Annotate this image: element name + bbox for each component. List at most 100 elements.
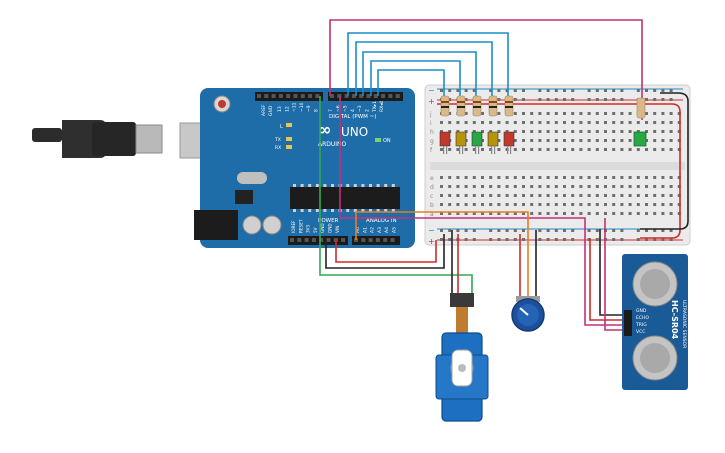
terminal-hole[interactable]	[587, 203, 591, 206]
terminal-hole[interactable]	[464, 203, 468, 206]
terminal-hole[interactable]	[595, 121, 599, 124]
terminal-hole[interactable]	[464, 148, 468, 151]
rail-hole[interactable]	[669, 229, 673, 232]
rail-hole[interactable]	[571, 229, 575, 232]
terminal-hole[interactable]	[448, 203, 452, 206]
terminal-hole[interactable]	[440, 185, 443, 188]
resistors[interactable]	[440, 95, 514, 117]
standalone-led-group[interactable]	[633, 97, 647, 147]
rail-hole[interactable]	[653, 98, 657, 101]
terminal-hole[interactable]	[522, 185, 525, 188]
rail-hole[interactable]	[472, 238, 476, 241]
terminal-hole[interactable]	[628, 203, 632, 206]
terminal-hole[interactable]	[530, 176, 534, 179]
terminal-hole[interactable]	[505, 176, 509, 179]
rail-hole[interactable]	[669, 89, 673, 92]
terminal-hole[interactable]	[505, 185, 509, 188]
terminal-hole[interactable]	[440, 176, 443, 179]
rail-hole[interactable]	[554, 229, 558, 232]
header-hole[interactable]	[366, 94, 371, 98]
terminal-hole[interactable]	[645, 194, 648, 197]
terminal-hole[interactable]	[489, 130, 493, 133]
terminal-hole[interactable]	[456, 212, 460, 215]
terminal-hole[interactable]	[653, 148, 657, 151]
header-hole[interactable]	[341, 238, 346, 242]
rail-hole[interactable]	[661, 238, 665, 241]
terminal-hole[interactable]	[587, 130, 591, 133]
terminal-hole[interactable]	[645, 212, 648, 215]
terminal-hole[interactable]	[497, 148, 501, 151]
terminal-hole[interactable]	[456, 176, 460, 179]
header-hole[interactable]	[383, 238, 388, 242]
rail-hole[interactable]	[595, 229, 599, 232]
rail-hole[interactable]	[546, 238, 550, 241]
wire-black-sensor[interactable]	[599, 229, 622, 316]
terminal-hole[interactable]	[604, 194, 607, 197]
servo-motor[interactable]	[435, 293, 489, 422]
rail-hole[interactable]	[448, 238, 452, 241]
terminal-hole[interactable]	[505, 121, 509, 124]
terminal-hole[interactable]	[522, 148, 525, 151]
terminal-hole[interactable]	[669, 112, 673, 115]
terminal-hole[interactable]	[538, 176, 542, 179]
rail-hole[interactable]	[636, 229, 640, 232]
wire-blue-4[interactable]	[370, 60, 461, 110]
led[interactable]	[487, 131, 499, 147]
header-hole[interactable]	[344, 94, 349, 98]
terminal-hole[interactable]	[669, 139, 673, 142]
rail-hole[interactable]	[522, 229, 525, 232]
terminal-hole[interactable]	[472, 194, 476, 197]
header-hole[interactable]	[319, 238, 324, 242]
rail-hole[interactable]	[538, 229, 542, 232]
header-hole[interactable]	[368, 238, 373, 242]
terminal-hole[interactable]	[489, 194, 493, 197]
terminal-hole[interactable]	[554, 185, 558, 188]
terminal-hole[interactable]	[653, 176, 657, 179]
terminal-hole[interactable]	[595, 130, 599, 133]
wire-blue-1[interactable]	[347, 32, 509, 110]
terminal-hole[interactable]	[587, 112, 591, 115]
terminal-hole[interactable]	[472, 121, 476, 124]
terminal-hole[interactable]	[620, 203, 624, 206]
header-hole[interactable]	[286, 94, 291, 98]
rail-hole[interactable]	[456, 229, 460, 232]
rail-hole[interactable]	[587, 89, 591, 92]
terminal-hole[interactable]	[661, 203, 665, 206]
terminal-hole[interactable]	[620, 185, 624, 188]
terminal-hole[interactable]	[456, 185, 460, 188]
terminal-hole[interactable]	[513, 130, 517, 133]
rail-hole[interactable]	[456, 89, 460, 92]
terminal-hole[interactable]	[563, 148, 566, 151]
terminal-hole[interactable]	[530, 194, 534, 197]
terminal-hole[interactable]	[513, 203, 517, 206]
terminal-hole[interactable]	[464, 121, 468, 124]
rail-hole[interactable]	[538, 98, 542, 101]
rail-hole[interactable]	[636, 238, 640, 241]
terminal-hole[interactable]	[571, 194, 575, 197]
terminal-hole[interactable]	[653, 121, 657, 124]
terminal-hole[interactable]	[571, 139, 575, 142]
terminal-hole[interactable]	[669, 121, 673, 124]
terminal-hole[interactable]	[513, 139, 517, 142]
terminal-hole[interactable]	[489, 148, 493, 151]
rail-hole[interactable]	[464, 98, 468, 101]
terminal-hole[interactable]	[645, 148, 648, 151]
header-hole[interactable]	[395, 94, 400, 98]
terminal-hole[interactable]	[546, 176, 550, 179]
terminal-hole[interactable]	[669, 176, 673, 179]
terminal-hole[interactable]	[612, 148, 616, 151]
terminal-hole[interactable]	[464, 194, 468, 197]
header-hole[interactable]	[264, 94, 269, 98]
terminal-hole[interactable]	[661, 194, 665, 197]
terminal-hole[interactable]	[661, 130, 665, 133]
header-hole[interactable]	[373, 94, 378, 98]
terminal-hole[interactable]	[571, 212, 575, 215]
rail-hole[interactable]	[620, 89, 624, 92]
header-hole[interactable]	[308, 94, 313, 98]
rail-hole[interactable]	[497, 238, 501, 241]
terminal-hole[interactable]	[595, 194, 599, 197]
terminal-hole[interactable]	[546, 139, 550, 142]
rail-hole[interactable]	[653, 229, 657, 232]
terminal-hole[interactable]	[538, 130, 542, 133]
header-hole[interactable]	[304, 238, 309, 242]
